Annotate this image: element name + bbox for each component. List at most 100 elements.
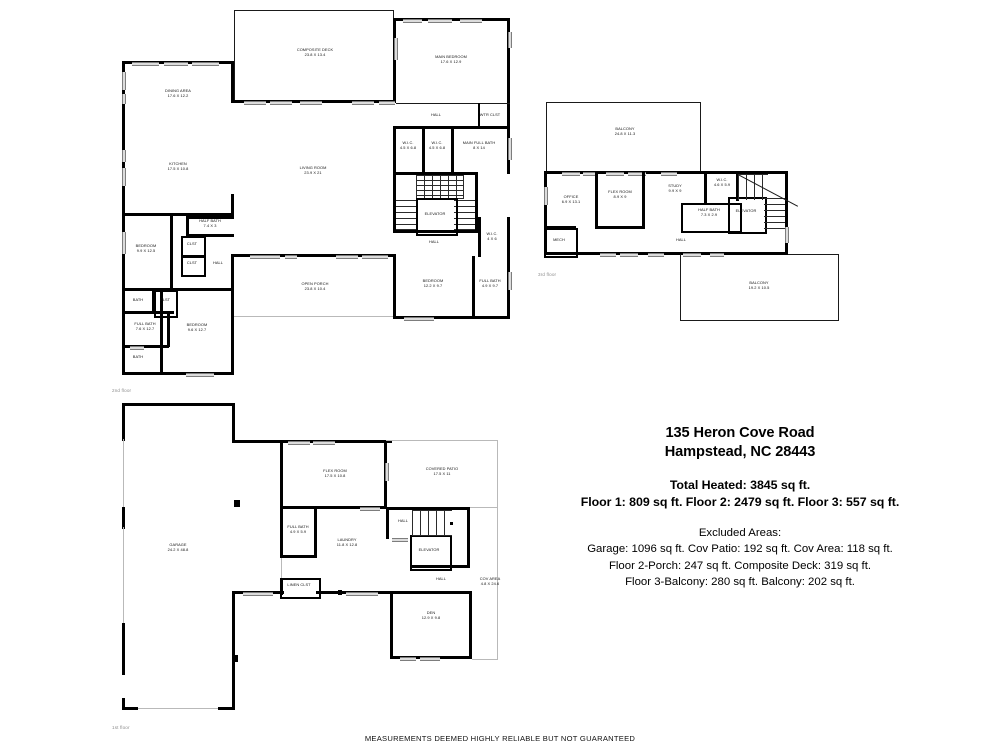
f1-hall-marker	[450, 522, 453, 525]
dining-window-2	[164, 62, 188, 66]
f3-window-right	[785, 227, 789, 243]
kitchen-window-left-2	[122, 168, 126, 186]
bath-stack-left	[122, 288, 125, 374]
garage-wall-left-low	[122, 623, 125, 675]
room-label-hall-stairs-f1: HALL	[397, 518, 409, 523]
patio-outline-right	[497, 440, 498, 508]
stair-core-bottom	[393, 230, 478, 233]
floor-tag-third: 3rd floor	[538, 272, 557, 277]
f3-window-top-2	[583, 172, 597, 176]
f3-window-bot-5	[710, 253, 724, 257]
mainbed-window-left	[394, 38, 398, 60]
laundry-door-left	[281, 558, 282, 580]
room-label-wic-2: W.I.C.4.5 X 6.8	[428, 140, 446, 150]
den-window-bottom-1	[400, 657, 416, 661]
garage-wall-top	[122, 403, 234, 406]
bedroom2-wall-left	[160, 290, 163, 374]
fullbath2-window-right	[508, 272, 512, 290]
den-window-bottom-2	[420, 657, 440, 661]
flex-door-bottom	[360, 507, 380, 511]
f3-window-bot-4	[683, 253, 701, 257]
garage-door-left-upper	[123, 439, 124, 509]
room-label-wic-1: W.I.C.4.5 X 6.8	[399, 140, 417, 150]
room-label-hall-bed1: HALL	[212, 260, 224, 265]
den-wall-top	[390, 591, 472, 594]
porch-wall-top	[234, 254, 396, 257]
dining-wall-left	[122, 61, 125, 216]
f1-core-wall-left	[386, 507, 389, 539]
porch-window-1	[250, 255, 280, 259]
bath-row-divider	[122, 311, 174, 314]
office-wall-bottom	[544, 226, 576, 229]
balcony1-wall-top	[546, 102, 701, 103]
fullbath-wall-left-f1	[280, 506, 283, 558]
room-label-hall-f3: HALL	[675, 237, 687, 242]
excluded-areas-line-1: Garage: 1096 sq ft. Cov Patio: 192 sq ft…	[587, 543, 893, 556]
stair-core-top	[393, 172, 477, 175]
porch-window-2	[285, 255, 297, 259]
den-wall-left	[390, 591, 393, 659]
mainbath-window-right	[508, 138, 512, 160]
room-label-wic-3: W.I.C.4 X 6	[486, 231, 498, 241]
property-address: 135 Heron Cove Road Hampstead, NC 28443	[540, 424, 940, 462]
kitchen-window-left-1	[122, 150, 126, 162]
balcony1-wall-left	[546, 102, 547, 172]
elevator-box-f1	[410, 535, 452, 571]
bedroom3-window-bottom	[404, 317, 434, 321]
measurement-disclaimer: MEASUREMENTS DEEMED HIGHLY RELIABLE BUT …	[364, 734, 636, 743]
bath1-wall-right	[152, 290, 155, 312]
total-heated-line: Total Heated: 3845 sq ft.	[669, 477, 811, 492]
excluded-areas-line-3: Floor 3-Balcony: 280 sq ft. Balcony: 202…	[625, 575, 855, 588]
room-label-hall-den: HALL	[435, 576, 447, 581]
room-label-bath-1: BATH	[132, 297, 144, 302]
elevator-box-f2	[416, 198, 458, 236]
balcony1-wall-right	[700, 102, 701, 172]
room-label-hall-mainbed: HALL	[430, 112, 442, 117]
f3-window-left	[544, 187, 548, 205]
f1-lower-window-mid	[346, 592, 378, 596]
garage-marker-dot	[233, 655, 238, 662]
mainbed-window-top-1	[403, 19, 422, 23]
flex-wall-bottom-f3	[595, 226, 644, 229]
dining-window-left-1	[122, 72, 126, 90]
fullbath-wall-right	[167, 311, 170, 347]
heated-area-summary: Total Heated: 3845 sq ft. Floor 1: 809 s…	[540, 477, 940, 510]
wic1-wall-left	[393, 126, 396, 174]
f3-wall-right	[785, 171, 788, 255]
clst1-box	[181, 236, 206, 258]
room-label-clst-2: CLST	[186, 260, 198, 265]
deck-window-5	[379, 101, 395, 105]
f3-window-top-1	[562, 172, 580, 176]
dining-window-left-2	[122, 94, 126, 104]
f1-covarea-outline-bottom	[472, 659, 498, 660]
f1-core-wall-top	[386, 507, 468, 510]
den-wall-right	[469, 591, 472, 659]
room-label-elevator-f3: ELEVATOR	[735, 208, 757, 213]
property-info-block: 135 Heron Cove Road Hampstead, NC 28443 …	[540, 424, 940, 590]
garage-wall-bottom-right	[218, 707, 235, 710]
stair-core-left-f3	[736, 171, 739, 201]
deck-window-3	[300, 101, 322, 105]
deck-wall-left	[234, 10, 235, 102]
flex-window-2	[313, 441, 335, 445]
address-line-1: 135 Heron Cove Road	[665, 425, 815, 441]
bedroom3-wall-bottom	[393, 316, 510, 319]
wic1-wall-right	[422, 128, 425, 174]
bath3-wall-bottom	[122, 372, 174, 375]
mainbed-wall-left	[393, 18, 396, 103]
room-label-bath-2: BATH	[132, 354, 144, 359]
room-label-hall-core-f2: HALL	[428, 239, 440, 244]
